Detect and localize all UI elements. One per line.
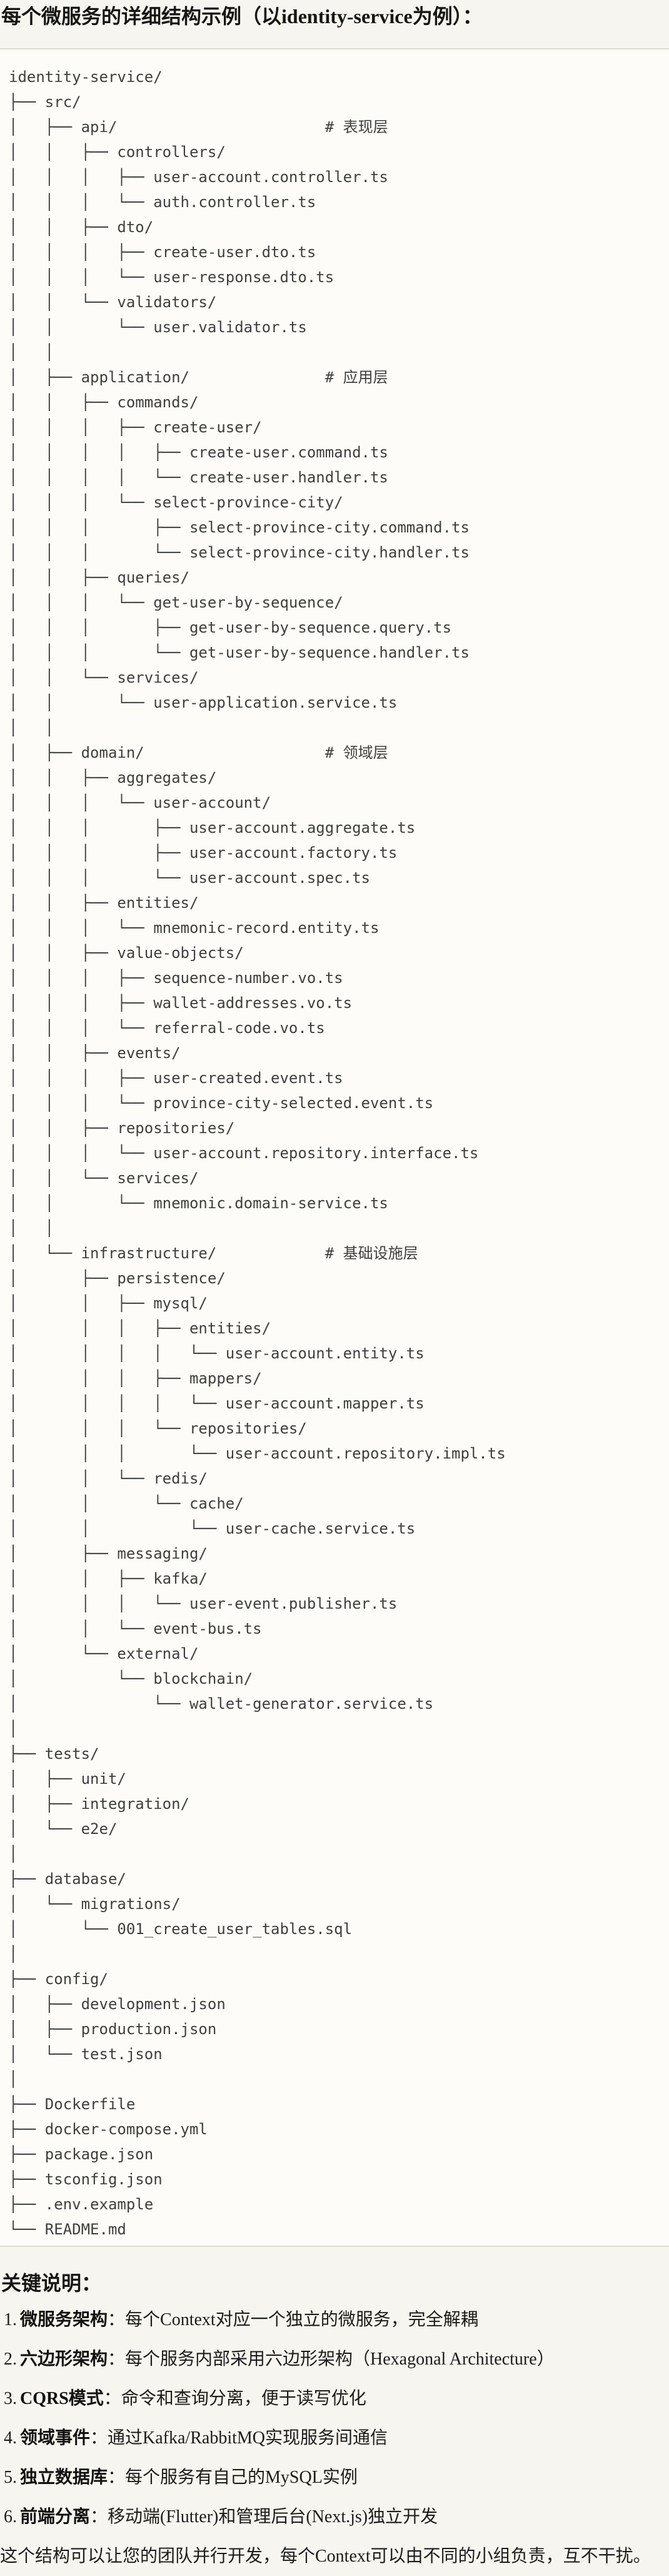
- note-number: 2.: [4, 2349, 17, 2369]
- note-separator: ：: [90, 2428, 108, 2448]
- note-description: 每个服务内部采用六边形架构（Hexagonal Architecture）: [125, 2349, 555, 2369]
- note-item: 6.前端分离：移动端(Flutter)和管理后台(Next.js)独立开发: [4, 2507, 669, 2528]
- note-term: 独立数据库: [20, 2468, 108, 2487]
- footer-note: 这个结构可以让您的团队并行开发，每个Context可以由不同的小组负责，互不干扰…: [0, 2547, 651, 2566]
- document-page: 每个微服务的详细结构示例（以identity-service为例）： ident…: [0, 4, 669, 2576]
- note-description: 通过Kafka/RabbitMQ实现服务间通信: [108, 2428, 388, 2448]
- note-term: CQRS模式: [20, 2389, 104, 2408]
- note-item: 2.六边形架构：每个服务内部采用六边形架构（Hexagonal Architec…: [4, 2349, 669, 2370]
- note-number: 4.: [4, 2428, 17, 2448]
- note-item: 5.独立数据库：每个服务有自己的MySQL实例: [4, 2467, 669, 2488]
- note-term: 前端分离: [20, 2507, 91, 2527]
- note-separator: ：: [108, 2349, 126, 2369]
- note-term: 领域事件: [20, 2428, 91, 2448]
- note-description: 命令和查询分离，便于读写优化: [121, 2389, 366, 2408]
- page-title: 每个微服务的详细结构示例（以identity-service为例）：: [1, 5, 483, 28]
- note-description: 移动端(Flutter)和管理后台(Next.js)独立开发: [108, 2507, 438, 2527]
- note-number: 1.: [4, 2310, 17, 2329]
- note-term: 六边形架构: [20, 2349, 108, 2369]
- note-description: 每个服务有自己的MySQL实例: [125, 2468, 358, 2487]
- note-term: 微服务架构: [20, 2310, 108, 2329]
- note-separator: ：: [90, 2507, 108, 2527]
- note-item: 3.CQRS模式：命令和查询分离，便于读写优化: [4, 2388, 669, 2410]
- file-tree: identity-service/ ├── src/ │ ├── api/ # …: [0, 48, 669, 2247]
- note-item: 1.微服务架构：每个Context对应一个独立的微服务，完全解耦: [4, 2309, 669, 2331]
- note-number: 5.: [4, 2468, 17, 2487]
- note-separator: ：: [108, 2310, 126, 2329]
- note-number: 3.: [4, 2389, 17, 2408]
- note-number: 6.: [4, 2507, 17, 2527]
- note-description: 每个Context对应一个独立的微服务，完全解耦: [125, 2310, 478, 2329]
- note-separator: ：: [103, 2389, 121, 2408]
- notes-list: 1.微服务架构：每个Context对应一个独立的微服务，完全解耦 2.六边形架构…: [4, 2309, 669, 2528]
- note-item: 4.领域事件：通过Kafka/RabbitMQ实现服务间通信: [4, 2428, 669, 2449]
- notes-heading: 关键说明：: [1, 2272, 102, 2294]
- note-separator: ：: [108, 2468, 126, 2487]
